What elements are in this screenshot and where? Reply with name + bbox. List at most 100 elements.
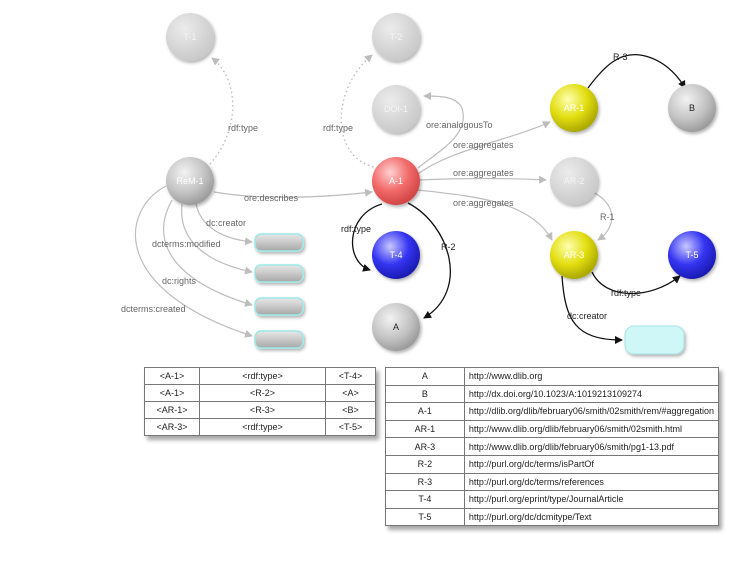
node-ar2: AR-2 bbox=[550, 157, 598, 205]
uri-value: http://purl.org/dc/dcmitype/Text bbox=[463, 507, 720, 527]
uri-key: B bbox=[385, 384, 465, 404]
edge-a1-a bbox=[407, 202, 451, 319]
node-t1: T-1 bbox=[166, 13, 214, 61]
triple-subject: <AR-1> bbox=[144, 401, 200, 419]
node-ar1-label: AR-1 bbox=[564, 103, 585, 113]
edge-label-r1: R-1 bbox=[600, 212, 615, 222]
edge-label-a1-t4: rdf:type bbox=[341, 224, 371, 234]
literal-created bbox=[254, 330, 304, 349]
uri-value: http://purl.org/dc/terms/references bbox=[463, 472, 720, 492]
edge-ar1-b bbox=[587, 53, 686, 89]
table-row: A http://www.dlib.org bbox=[385, 367, 720, 386]
uri-value: http://dx.doi.org/10.1023/A:101921310927… bbox=[463, 384, 720, 404]
edge-a1-ar3 bbox=[417, 189, 553, 241]
table-row: R-3 http://purl.org/dc/terms/references bbox=[385, 472, 720, 492]
edge-a1-ar2 bbox=[419, 175, 547, 184]
uri-value: http://dlib.org/dlib/february06/smith/02… bbox=[463, 402, 720, 421]
node-t2-label: T-2 bbox=[389, 32, 402, 42]
node-a-label: A bbox=[393, 322, 399, 332]
triple-subject: <A-1> bbox=[144, 384, 200, 402]
table-row: B http://dx.doi.org/10.1023/A:1019213109… bbox=[385, 384, 720, 404]
uri-mapping-table: A http://www.dlib.org B http://dx.doi.or… bbox=[385, 367, 720, 527]
edge-rem1-a1 bbox=[213, 188, 373, 198]
node-a1-label: A-1 bbox=[389, 176, 403, 186]
node-t2: T-2 bbox=[372, 13, 420, 61]
node-rem1-label: ReM-1 bbox=[176, 176, 203, 186]
edge-labels: rdf:type rdf:type ore:analogousTo ore:ag… bbox=[121, 52, 641, 321]
table-row: AR-1 http://www.dlib.org/dlib/february06… bbox=[385, 419, 720, 439]
node-t4-label: T-4 bbox=[389, 250, 402, 260]
triple-subject: <A-1> bbox=[144, 367, 200, 385]
edge-a1-doi1 bbox=[417, 92, 464, 169]
uri-key: R-2 bbox=[385, 454, 465, 474]
triple-object: <T-4> bbox=[325, 367, 376, 385]
edge-label-r3: R-3 bbox=[613, 52, 628, 62]
table-row: T-4 http://purl.org/eprint/type/JournalA… bbox=[385, 490, 720, 509]
edge-ar2-ar3 bbox=[587, 189, 613, 241]
triples-table: <A-1> <rdf:type> <T-4> <A-1> <R-2> <A> <… bbox=[144, 367, 376, 436]
node-doi1-label: DOI-1 bbox=[384, 104, 408, 114]
table-row: AR-3 http://www.dlib.org/dlib/february06… bbox=[385, 437, 720, 456]
table-row: R-2 http://purl.org/dc/terms/isPartOf bbox=[385, 454, 720, 474]
node-ar3-label: AR-3 bbox=[564, 250, 585, 260]
edge-label-a1-t2: rdf:type bbox=[323, 123, 353, 133]
edge-a1-ar1 bbox=[417, 121, 551, 175]
triple-predicate: <R-2> bbox=[198, 384, 327, 402]
node-ar2-label: AR-2 bbox=[564, 176, 585, 186]
edge-rem1-created bbox=[134, 185, 253, 338]
literals bbox=[254, 233, 685, 355]
edge-label-ar3-t5: rdf:type bbox=[611, 288, 641, 298]
edge-label-ar3-creator: dc:creator bbox=[567, 311, 607, 321]
node-b-label: B bbox=[689, 103, 695, 113]
uri-value: http://www.dlib.org/dlib/february06/smit… bbox=[463, 437, 720, 456]
uri-value: http://purl.org/eprint/type/JournalArtic… bbox=[463, 490, 720, 509]
edge-label-agg2: ore:aggregates bbox=[453, 168, 514, 178]
uri-key: A bbox=[385, 367, 465, 386]
edge-label-rights: dc:rights bbox=[162, 276, 197, 286]
edge-rem1-creator bbox=[195, 203, 253, 246]
triple-object: <A> bbox=[325, 384, 376, 402]
edge-label-agg3: ore:aggregates bbox=[453, 198, 514, 208]
table-row: <A-1> <rdf:type> <T-4> bbox=[144, 367, 376, 385]
node-doi1: DOI-1 bbox=[372, 85, 420, 133]
table-row: <AR-3> <rdf:type> <T-5> bbox=[144, 418, 376, 436]
triple-predicate: <rdf:type> bbox=[198, 418, 327, 436]
uri-value: http://www.dlib.org/dlib/february06/smit… bbox=[463, 419, 720, 439]
edge-a1-t4 bbox=[351, 203, 383, 272]
literal-modified bbox=[254, 264, 304, 283]
edge-rem1-modified bbox=[181, 203, 253, 275]
nodes: T-1 T-2 DOI-1 AR-1 B ReM-1 A-1 AR-2 bbox=[166, 13, 716, 351]
table-row: <A-1> <R-2> <A> bbox=[144, 384, 376, 402]
literal-creator bbox=[254, 233, 304, 252]
edge-label-created: dcterms:created bbox=[121, 304, 186, 314]
table-row: <AR-1> <R-3> <B> bbox=[144, 401, 376, 419]
edge-label-agg1: ore:aggregates bbox=[453, 140, 514, 150]
node-a1: A-1 bbox=[372, 157, 420, 205]
edge-label-analogous: ore:analogousTo bbox=[426, 120, 493, 130]
node-rem1: ReM-1 bbox=[166, 157, 214, 205]
node-ar3: AR-3 bbox=[550, 231, 598, 279]
edge-label-modified: dcterms:modified bbox=[152, 239, 221, 249]
edge-rem1-rights bbox=[163, 199, 253, 307]
uri-key: A-1 bbox=[385, 402, 465, 421]
uri-key: T-5 bbox=[385, 507, 465, 527]
literal-ar3-creator bbox=[624, 325, 685, 355]
edge-ar3-t5 bbox=[591, 271, 681, 295]
edge-label-r2: R-2 bbox=[441, 242, 456, 252]
edge-label-creator: dc:creator bbox=[206, 218, 246, 228]
table-row: T-5 http://purl.org/dc/dcmitype/Text bbox=[385, 507, 720, 527]
node-b: B bbox=[668, 84, 716, 132]
edge-label-rem1-t1: rdf:type bbox=[228, 123, 258, 133]
uri-key: R-3 bbox=[385, 472, 465, 492]
literal-rights bbox=[254, 297, 304, 316]
edges bbox=[134, 53, 686, 344]
triple-subject: <AR-3> bbox=[144, 418, 200, 436]
uri-key: T-4 bbox=[385, 490, 465, 509]
node-t1-label: T-1 bbox=[183, 32, 196, 42]
uri-key: AR-3 bbox=[385, 437, 465, 456]
node-t4: T-4 bbox=[372, 231, 420, 279]
uri-key: AR-1 bbox=[385, 419, 465, 439]
triple-predicate: <R-3> bbox=[198, 401, 327, 419]
edge-label-describes: ore:describes bbox=[244, 193, 299, 203]
